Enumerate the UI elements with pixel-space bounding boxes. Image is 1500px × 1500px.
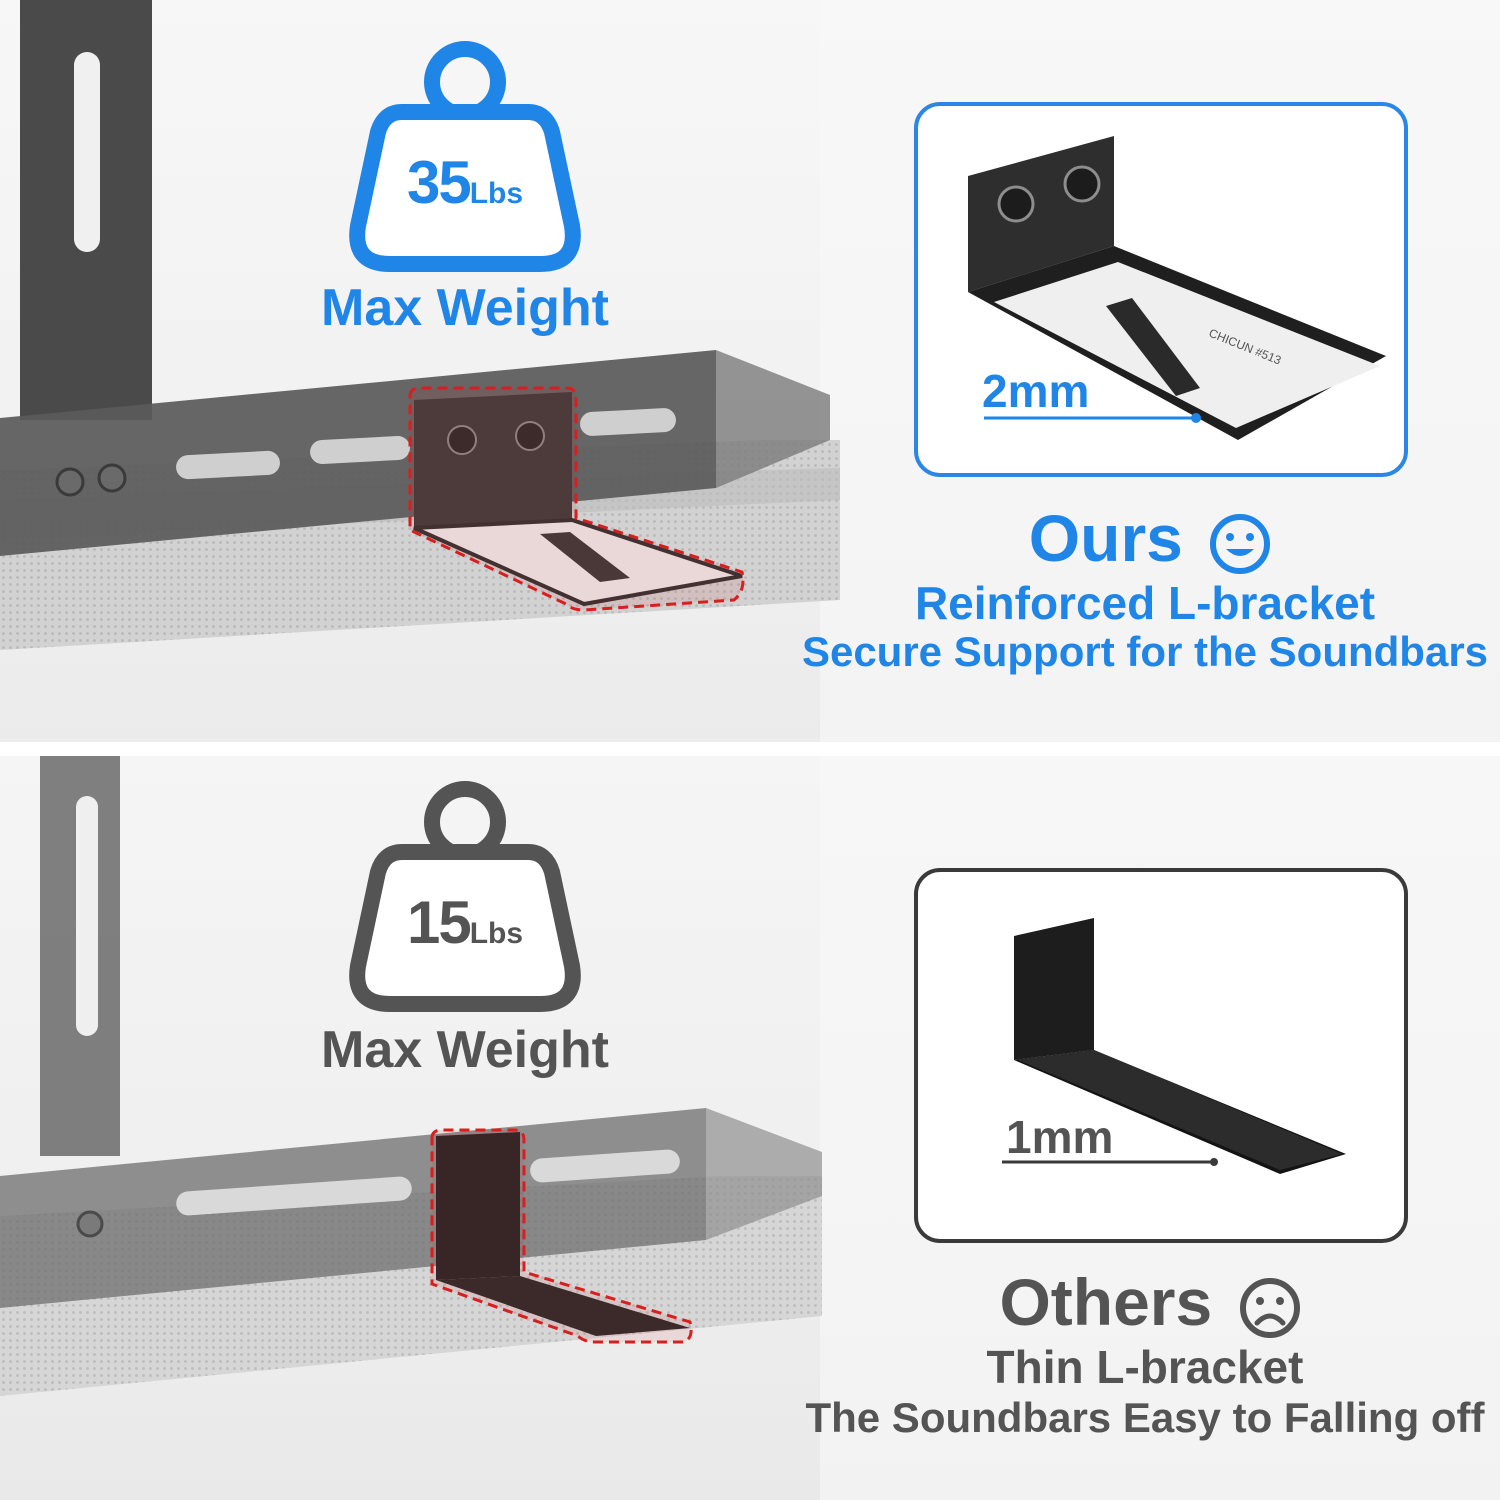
red-highlight-outline [408, 386, 745, 612]
weight-icon [349, 41, 581, 272]
ours-comparison-panel: 35Lbs Max Weight CHICUN #513 2mm Ours Re… [0, 0, 1500, 742]
ours-weight-number: 35 [406, 149, 472, 216]
ours-weight-badge: 35Lbs [340, 40, 590, 280]
ours-bracket-card: CHICUN #513 2mm [914, 102, 1408, 477]
ours-weight-unit: Lbs [469, 177, 524, 210]
red-highlight-outline [430, 1128, 693, 1344]
ours-max-weight-label: Max Weight [321, 279, 609, 337]
ours-title: Ours [1028, 501, 1183, 575]
ours-verdict: Ours [900, 500, 1400, 576]
ours-subtitle: Reinforced L-bracket [914, 577, 1376, 629]
weight-icon [349, 781, 581, 1012]
others-description: The Soundbars Easy to Falling off [805, 1394, 1485, 1441]
installed-bracket [436, 1132, 520, 1280]
smiley-face-icon [1210, 513, 1271, 574]
others-title: Others [999, 1265, 1213, 1339]
others-weight-badge: 15Lbs [340, 780, 590, 1020]
others-thickness-label: 1mm [1006, 1111, 1114, 1163]
ours-bracket-illustration: CHICUN #513 [968, 136, 1386, 440]
others-weight-unit: Lbs [469, 917, 524, 950]
ours-thickness-label: 2mm [982, 365, 1090, 417]
others-bracket-illustration [1002, 918, 1346, 1174]
others-verdict: Others [900, 1264, 1400, 1340]
others-bracket-card: 1mm [914, 868, 1408, 1243]
panel-divider [0, 742, 1500, 756]
sad-face-icon [1239, 1277, 1300, 1338]
others-comparison-panel: 15Lbs Max Weight 1mm Others Thin L-brack… [0, 756, 1500, 1500]
shelf-rail [0, 1108, 706, 1308]
others-weight-number: 15 [406, 889, 472, 956]
ours-description: Secure Support for the Soundbars [801, 628, 1489, 675]
others-max-weight-label: Max Weight [321, 1021, 609, 1079]
others-subtitle: Thin L-bracket [986, 1341, 1304, 1393]
